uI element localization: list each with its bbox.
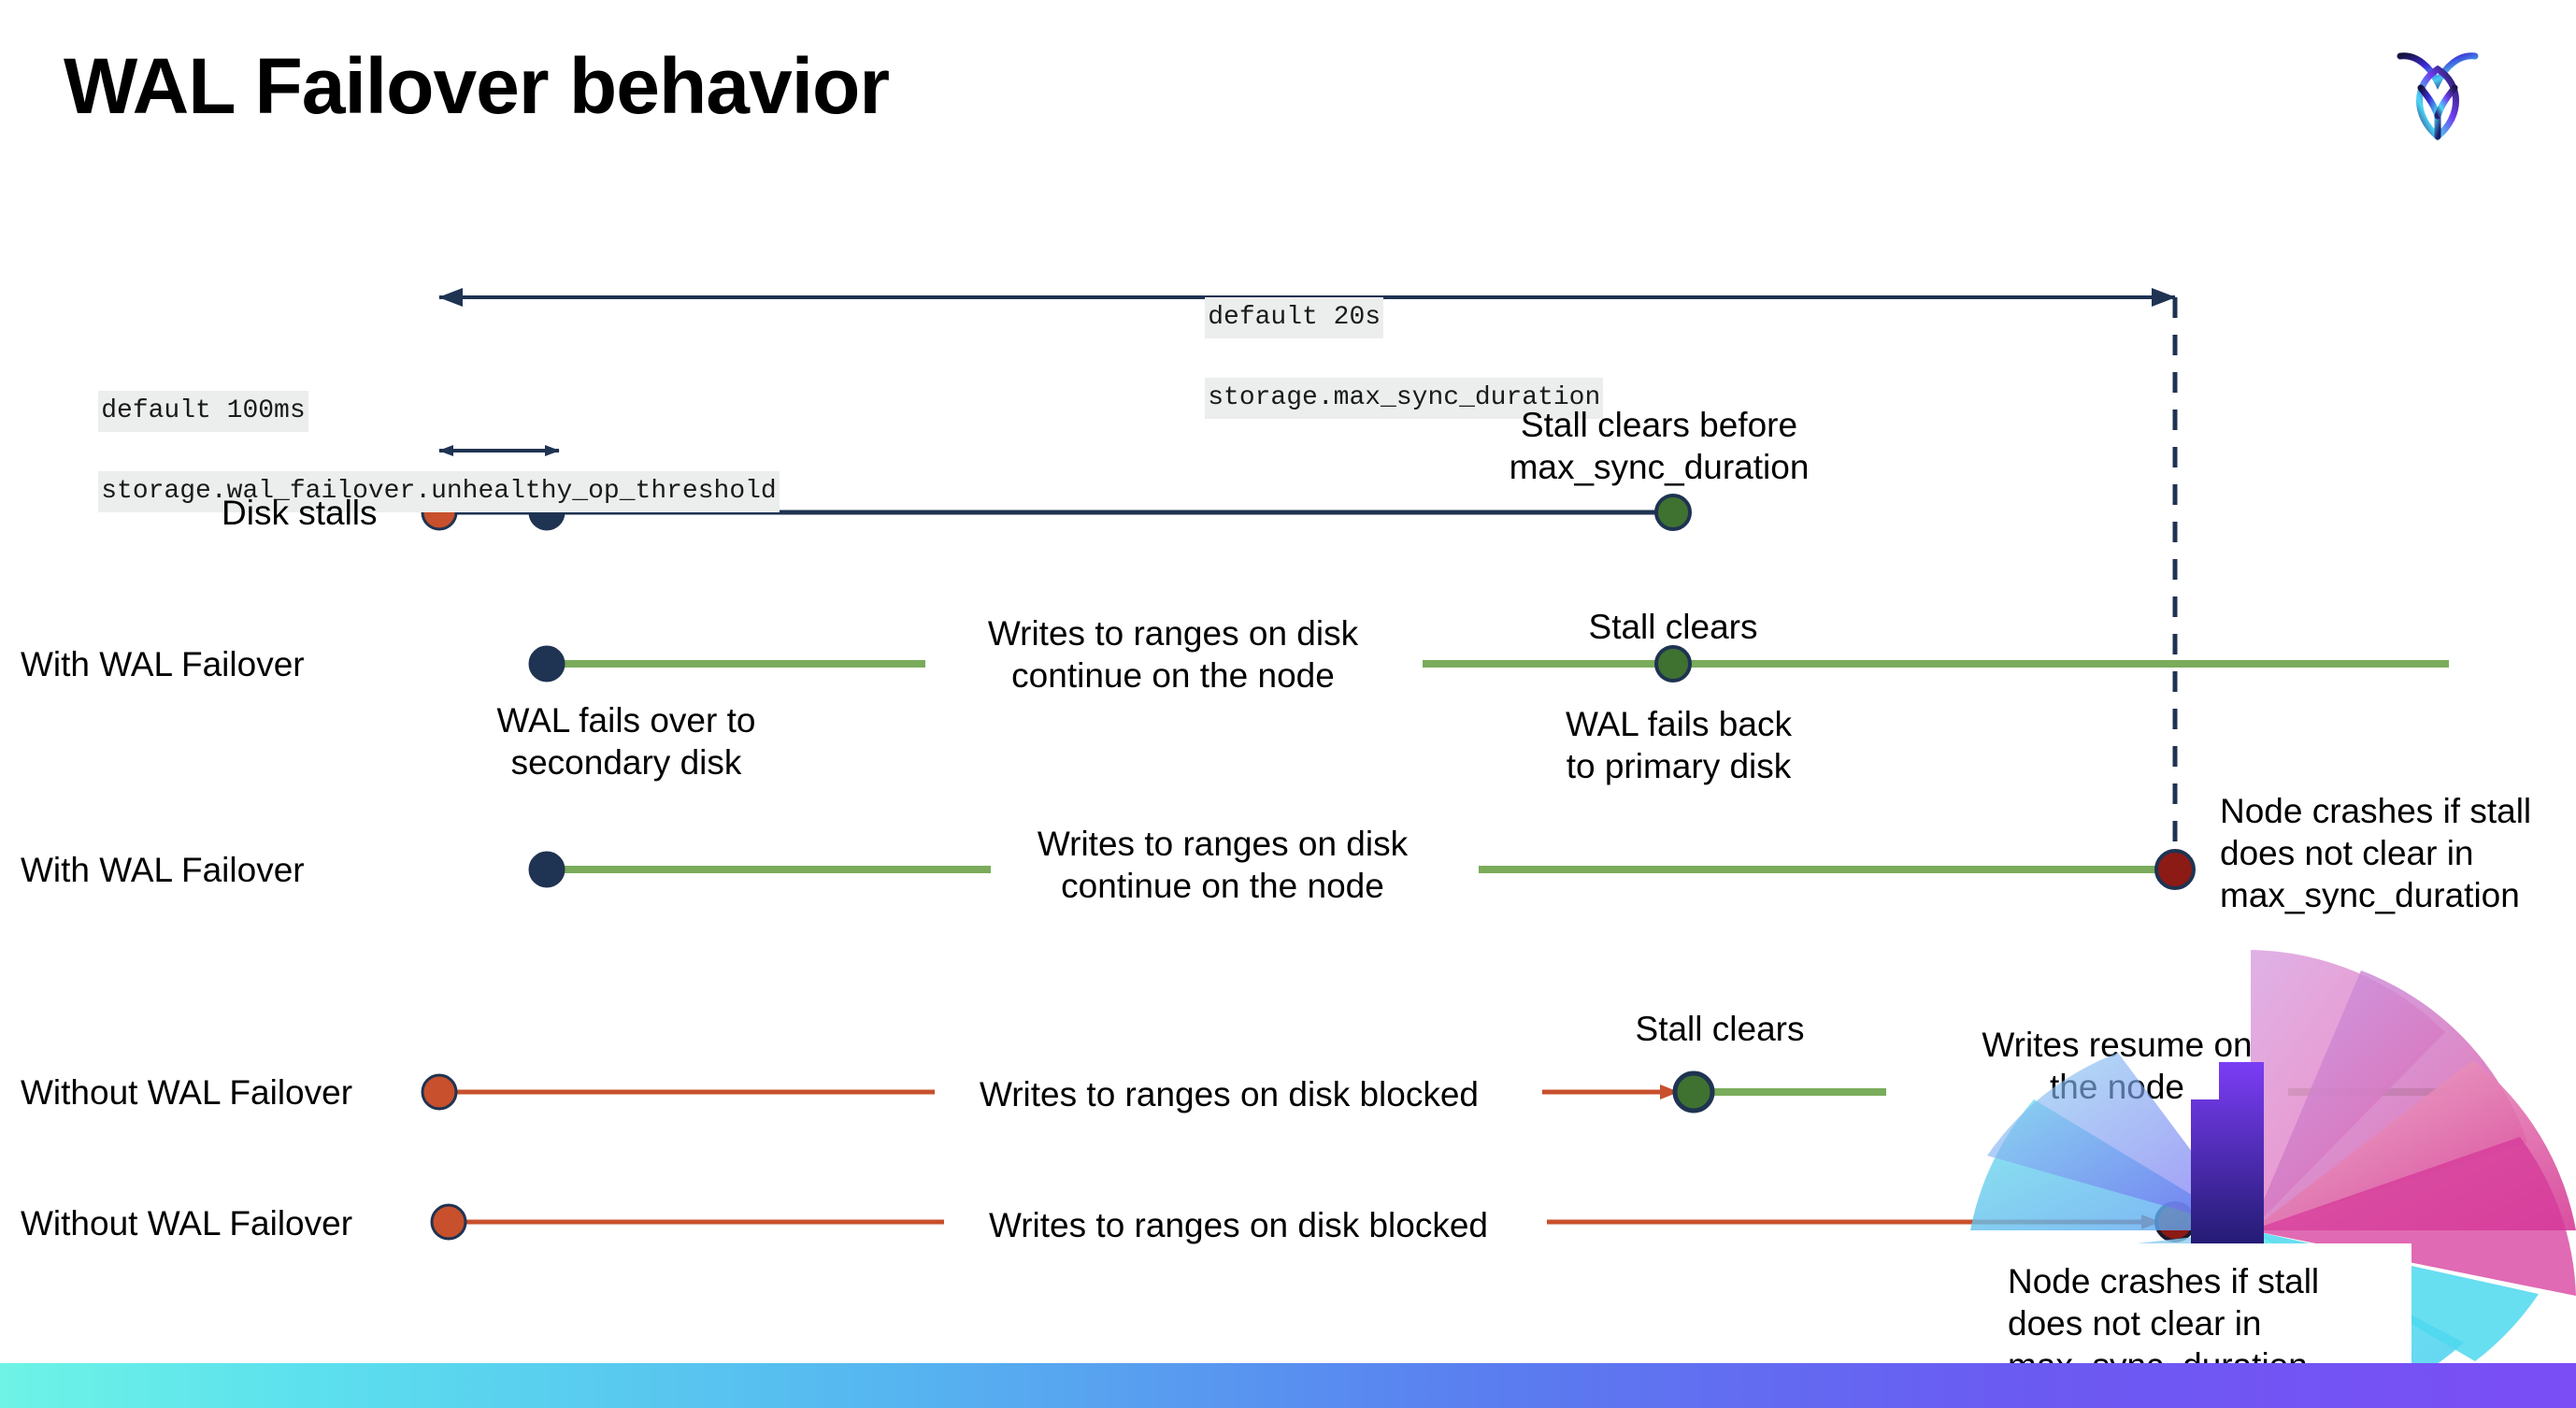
note-writes-blocked-1: Writes to ranges on disk blocked	[979, 1075, 1480, 1113]
unhealthy-op-default-label: default 100ms	[98, 391, 308, 432]
row-label-without-wal-failover-2: Without WAL Failover	[21, 1204, 353, 1243]
note-writes-continue-1: Writes to ranges on disk continue on the…	[987, 614, 1359, 696]
bottom-accent-bar	[0, 1363, 2576, 1408]
stall-clears-dot	[1672, 1070, 1715, 1113]
note-stall-clears-1: Stall clears	[1588, 608, 1758, 646]
node-crash-dot	[2154, 1201, 2196, 1243]
max-sync-default-label: default 20s	[1205, 297, 1384, 338]
cockroachdb-logo-icon	[2389, 30, 2486, 150]
note-writes-resume: Writes resume on the node	[1982, 1026, 2253, 1107]
note-wal-fails-back: WAL fails back to primary disk	[1566, 705, 1792, 786]
stall-clears-dot	[1654, 645, 1692, 682]
note-writes-blocked-2: Writes to ranges on disk blocked	[988, 1206, 1489, 1244]
failover-dot	[528, 851, 565, 888]
row-label-with-wal-failover-1: With WAL Failover	[21, 645, 305, 683]
row-label-with-wal-failover-2: With WAL Failover	[21, 851, 305, 889]
unhealthy-op-setting-label: storage.wal_failover.unhealthy_op_thresh…	[98, 471, 780, 512]
row-track-with-wal-failover-1	[528, 645, 2449, 682]
failover-dot	[528, 645, 565, 682]
note-stall-clears-2: Stall clears	[1635, 1010, 1805, 1048]
node-crash-dot	[2154, 849, 2196, 890]
note-wal-fails-over: WAL fails over to secondary disk	[496, 701, 756, 783]
stall-clears-dot	[1654, 494, 1692, 531]
stall-start-dot	[430, 1203, 467, 1241]
note-node-crashes-1: Node crashes if stall does not clear in …	[2220, 792, 2532, 915]
row-label-without-wal-failover-1: Without WAL Failover	[21, 1073, 353, 1112]
unhealthy-op-threshold-annotation: default 100ms storage.wal_failover.unhea…	[36, 352, 780, 552]
row-label-disk-stalls: Disk stalls	[222, 494, 378, 532]
note-stall-clears-before: Stall clears before max_sync_duration	[1509, 406, 1810, 487]
max-sync-setting-label: storage.max_sync_duration	[1205, 378, 1604, 419]
max-sync-duration-annotation: default 20s storage.max_sync_duration	[1142, 258, 1604, 458]
page-title: WAL Failover behavior	[64, 42, 890, 130]
stall-start-dot	[421, 1073, 458, 1111]
note-writes-continue-2: Writes to ranges on disk continue on the…	[1037, 825, 1409, 906]
